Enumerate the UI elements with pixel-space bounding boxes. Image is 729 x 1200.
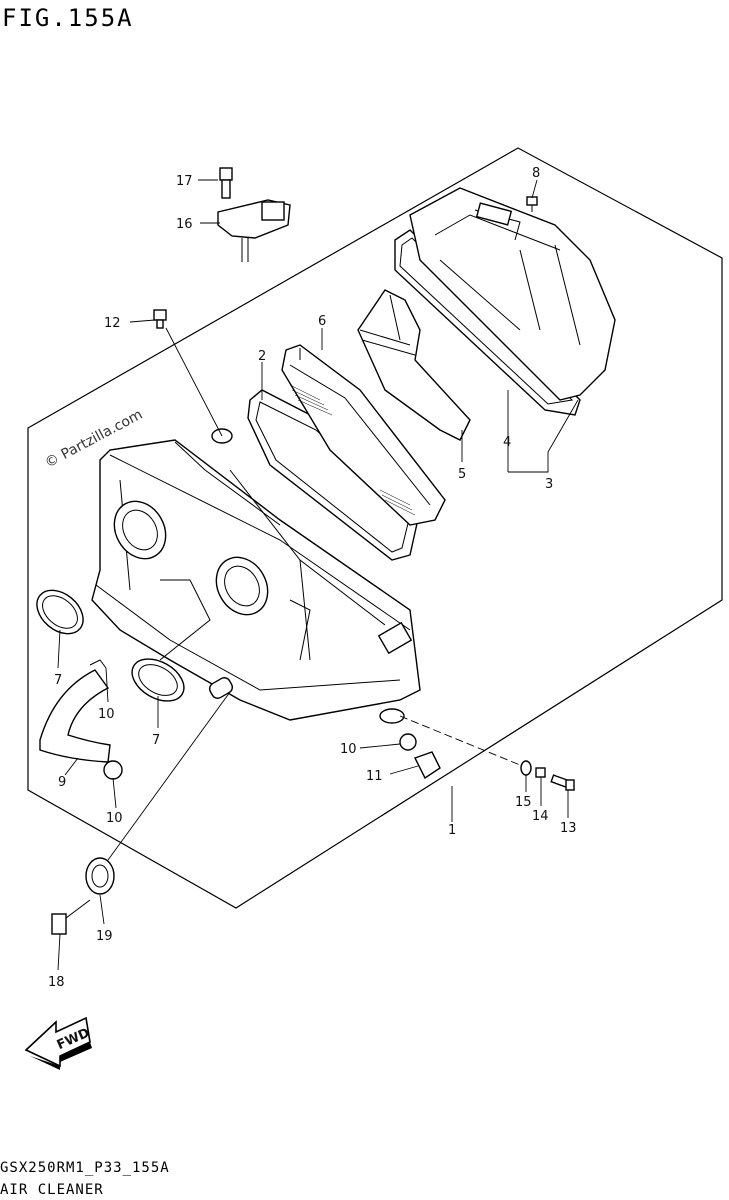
callout-7b: 7 <box>152 733 160 748</box>
callout-1: 1 <box>448 823 456 838</box>
air-cleaner-case <box>91 428 421 724</box>
callout-16: 16 <box>176 217 193 232</box>
callout-4: 4 <box>503 435 511 450</box>
clip-10b <box>103 760 123 780</box>
figure-title: FIG.155A <box>2 4 134 32</box>
sensor-16 <box>217 199 291 262</box>
callout-12: 12 <box>104 316 121 331</box>
fwd-arrow: FWD <box>24 1016 92 1070</box>
callout-11: 11 <box>366 769 383 784</box>
clamp-7b <box>131 658 185 702</box>
nut-14 <box>535 767 546 778</box>
filter-element-6 <box>281 344 446 526</box>
clamp-7a <box>36 589 84 635</box>
sensor-18 <box>51 899 91 935</box>
footer-code: GSX250RM1_P33_155A <box>0 1160 170 1176</box>
callout-13: 13 <box>560 821 577 836</box>
callout-10b: 10 <box>106 811 123 826</box>
duct-5 <box>357 289 471 441</box>
callout-6: 6 <box>318 314 326 329</box>
callout-9: 9 <box>58 775 66 790</box>
callout-labels: 17 16 12 2 6 8 4 5 3 7 10 7 9 10 10 11 1… <box>48 166 577 990</box>
assembly-boundary <box>27 147 723 909</box>
clip-10a <box>89 659 107 669</box>
callout-3: 3 <box>545 477 553 492</box>
callout-7a: 7 <box>54 673 62 688</box>
callout-15: 15 <box>515 795 532 810</box>
screw-12 <box>153 309 167 329</box>
callout-19: 19 <box>96 929 113 944</box>
callout-17: 17 <box>176 174 193 189</box>
callout-14: 14 <box>532 809 549 824</box>
washer-15 <box>520 760 532 776</box>
clip-10c <box>399 733 417 751</box>
callout-2: 2 <box>258 349 266 364</box>
callout-8: 8 <box>532 166 540 181</box>
cover-3 <box>409 187 616 401</box>
screw-8 <box>526 196 538 212</box>
leader-lines <box>57 179 579 971</box>
hose-9 <box>39 669 111 763</box>
bolt-17 <box>219 167 233 199</box>
cap-11 <box>414 751 441 780</box>
callout-18: 18 <box>48 975 65 990</box>
footer-name: AIR CLEANER <box>0 1182 104 1198</box>
grommet-19 <box>85 857 115 895</box>
bolt-13 <box>550 774 575 791</box>
callout-5: 5 <box>458 467 466 482</box>
callout-10a: 10 <box>98 707 115 722</box>
callout-10c: 10 <box>340 742 357 757</box>
